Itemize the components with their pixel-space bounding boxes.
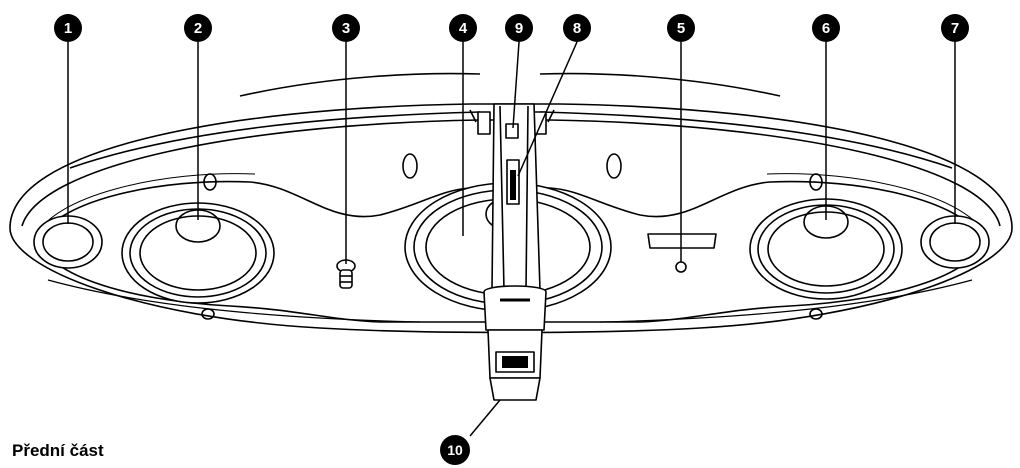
callout-badge: [667, 14, 695, 42]
callout-3: 3: [332, 14, 360, 42]
callout-1: 1: [54, 14, 82, 42]
callout-number: 8: [573, 20, 581, 37]
callout-badge: [449, 14, 477, 42]
leader-line-10: [469, 399, 501, 437]
callout-number: 3: [342, 20, 350, 37]
callout-number: 5: [677, 20, 685, 37]
callout-badge: [54, 14, 82, 42]
grille-oval-right: [606, 153, 622, 179]
callout-5: 5: [667, 14, 695, 42]
leader-lines: [67, 41, 956, 437]
callout-7: 7: [941, 14, 969, 42]
callout-9: 9: [505, 14, 533, 42]
indicator: [647, 233, 717, 273]
callout-number: 4: [459, 20, 468, 37]
callout-number: 1: [64, 20, 72, 37]
grille-oval-left: [402, 153, 418, 179]
callout-10: 10: [440, 435, 470, 465]
leader-line-8: [517, 41, 578, 177]
callout-number: 6: [822, 20, 830, 37]
callout-number: 9: [515, 20, 523, 37]
callout-badge: [563, 14, 591, 42]
callout-badge: [812, 14, 840, 42]
dock-arm: [491, 103, 541, 291]
callout-badge: [505, 14, 533, 42]
callout-badge: [184, 14, 212, 42]
leader-line-9: [512, 41, 520, 129]
callout-4: 4: [449, 14, 477, 42]
callout-badge: [332, 14, 360, 42]
screw-hole-right: [809, 173, 823, 191]
callout-number: 7: [951, 20, 959, 37]
dock-button: [505, 123, 519, 139]
callout-number: 10: [447, 442, 463, 458]
screw-hole-bottom-left: [201, 308, 215, 320]
screw: [336, 259, 356, 289]
callout-8: 8: [563, 14, 591, 42]
callout-badge: [440, 435, 470, 465]
screw-hole-bottom-right: [809, 308, 823, 320]
dock-connector: [483, 285, 547, 401]
callout-2: 2: [184, 14, 212, 42]
callout-6: 6: [812, 14, 840, 42]
figure-caption: Přední část: [12, 441, 104, 460]
screw-hole-left: [203, 173, 217, 191]
callout-badge: [941, 14, 969, 42]
callout-number: 2: [194, 20, 202, 37]
